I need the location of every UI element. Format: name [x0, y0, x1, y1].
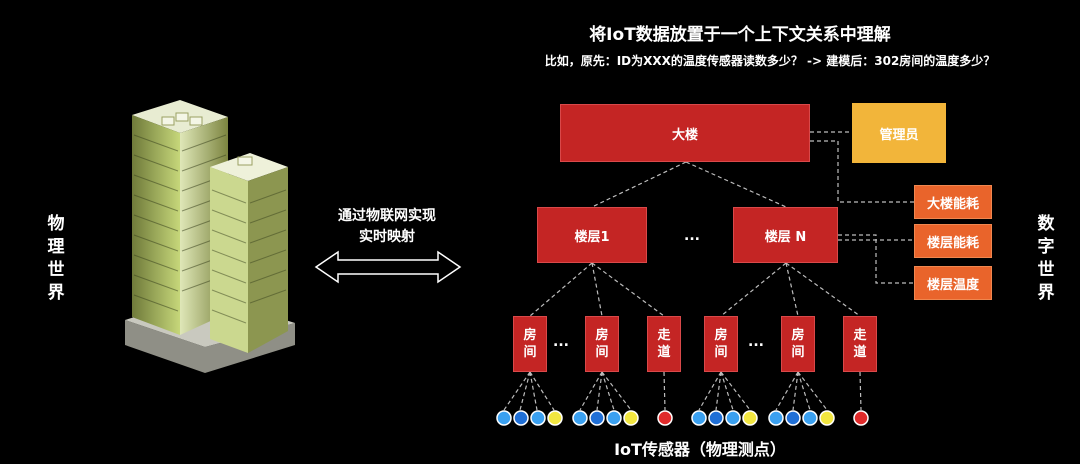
floor-ellipsis: ... — [684, 228, 700, 244]
sensor-dot — [853, 410, 869, 426]
room-node: 房 间 — [513, 316, 547, 372]
room-ellipsis: ... — [553, 334, 569, 350]
corridor-node: 走 道 — [843, 316, 877, 372]
physical-world-char: 物 — [47, 214, 65, 234]
sensor-dot — [606, 410, 622, 426]
room-char: 房 — [523, 328, 537, 343]
room-char: 间 — [791, 345, 805, 360]
physical-world-char: 界 — [47, 283, 65, 303]
corridor-char: 走 — [657, 328, 671, 343]
corridor-node: 走 道 — [647, 316, 681, 372]
digital-world-char: 世 — [1037, 260, 1055, 280]
floor-temp-node: 楼层温度 — [914, 266, 992, 300]
room-node: 房 间 — [781, 316, 815, 372]
digital-world-char: 数 — [1037, 214, 1055, 234]
digital-world-label: 数 字 世 界 — [1034, 213, 1058, 305]
sensor-dot — [496, 410, 512, 426]
sensor-dot — [589, 410, 605, 426]
physical-world-char: 世 — [47, 260, 65, 280]
room-char: 房 — [791, 328, 805, 343]
corridor-char: 道 — [657, 345, 671, 360]
mapping-caption: 通过物联网实现 实时映射 — [312, 206, 462, 248]
sensor-dot — [530, 410, 546, 426]
room-node: 房 间 — [704, 316, 738, 372]
page-title: 将IoT数据放置于一个上下文关系中理解 — [589, 25, 891, 45]
sensor-dot — [657, 410, 673, 426]
physical-world-char: 理 — [47, 237, 65, 257]
sensor-dot — [725, 410, 741, 426]
building-energy-node: 大楼能耗 — [914, 185, 992, 219]
sensor-dot — [691, 410, 707, 426]
floor-1-node: 楼层1 — [537, 207, 647, 263]
digital-world-char: 界 — [1037, 283, 1055, 303]
corridor-char: 走 — [853, 328, 867, 343]
sensor-dot — [785, 410, 801, 426]
sensor-dot — [572, 410, 588, 426]
room-char: 间 — [523, 345, 537, 360]
building-node: 大楼 — [560, 104, 810, 162]
room-char: 房 — [595, 328, 609, 343]
sensor-dot — [623, 410, 639, 426]
mapping-caption-line: 通过物联网实现 — [338, 208, 436, 224]
sensor-dot — [768, 410, 784, 426]
corridor-char: 道 — [853, 345, 867, 360]
sensor-dot — [819, 410, 835, 426]
physical-world-label: 物 理 世 界 — [44, 213, 68, 305]
digital-world-char: 字 — [1037, 237, 1055, 257]
building-illustration — [125, 100, 295, 373]
sensor-dot — [742, 410, 758, 426]
room-node: 房 间 — [585, 316, 619, 372]
floor-energy-node: 楼层能耗 — [914, 224, 992, 258]
manager-node: 管理员 — [852, 103, 946, 163]
sensor-caption: IoT传感器（物理测点） — [614, 440, 786, 459]
room-char: 间 — [595, 345, 609, 360]
sensor-dot — [513, 410, 529, 426]
double-arrow-icon — [314, 250, 462, 284]
mapping-caption-line: 实时映射 — [359, 229, 415, 245]
room-char: 间 — [714, 345, 728, 360]
room-char: 房 — [714, 328, 728, 343]
sensor-dot — [802, 410, 818, 426]
sensor-dot — [547, 410, 563, 426]
room-ellipsis: ... — [748, 334, 764, 350]
page-subtitle: 比如，原先：ID为XXX的温度传感器读数多少？ -> 建模后：302房间的温度多… — [544, 54, 996, 68]
sensor-dot — [708, 410, 724, 426]
floor-n-node: 楼层 N — [733, 207, 838, 263]
